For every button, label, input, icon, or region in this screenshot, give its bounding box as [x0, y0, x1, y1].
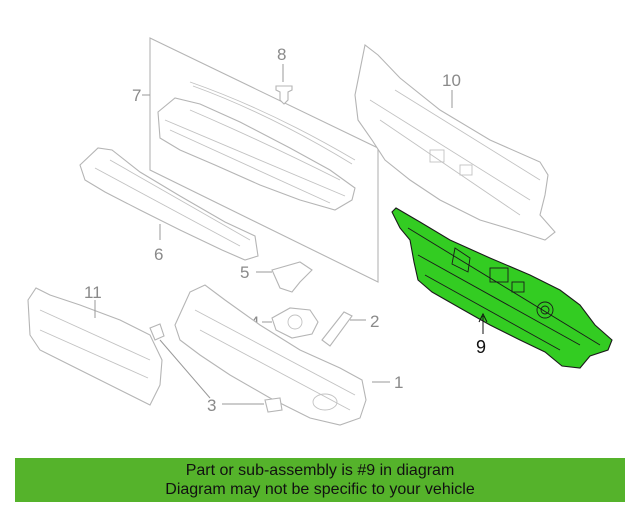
callout-3: 3	[207, 396, 216, 415]
part-5-bracket[interactable]	[271, 261, 313, 293]
callout-11: 11	[84, 283, 102, 302]
part-1-lower-cowl[interactable]	[174, 284, 367, 426]
banner-line-1: Part or sub-assembly is #9 in diagram	[185, 462, 455, 479]
parts-diagram: 7 8 6 5 10 11 4	[27, 37, 613, 426]
part-6-bracket[interactable]	[79, 147, 259, 261]
part-2-brace[interactable]	[321, 311, 353, 347]
callout-6: 6	[154, 245, 163, 264]
callout-8: 8	[277, 45, 286, 64]
callout-5: 5	[240, 263, 249, 282]
callout-10: 10	[442, 71, 461, 90]
part-7-cowl-grille[interactable]	[149, 37, 379, 283]
info-banner: Part or sub-assembly is #9 in diagram Di…	[15, 458, 625, 502]
part-3-bracket[interactable]	[149, 323, 283, 413]
callout-9: 9	[476, 337, 486, 357]
callout-1: 1	[394, 373, 403, 392]
part-9-dash-panel[interactable]	[391, 207, 613, 369]
part-8-clip[interactable]	[275, 85, 293, 105]
banner-line-2: Diagram may not be specific to your vehi…	[165, 481, 475, 498]
part-11-lower-panel[interactable]	[27, 287, 163, 406]
part-4-bracket[interactable]	[271, 307, 319, 339]
callout-7: 7	[132, 86, 141, 105]
callout-2: 2	[370, 312, 379, 331]
part-10-cowl-panel[interactable]	[354, 44, 556, 241]
